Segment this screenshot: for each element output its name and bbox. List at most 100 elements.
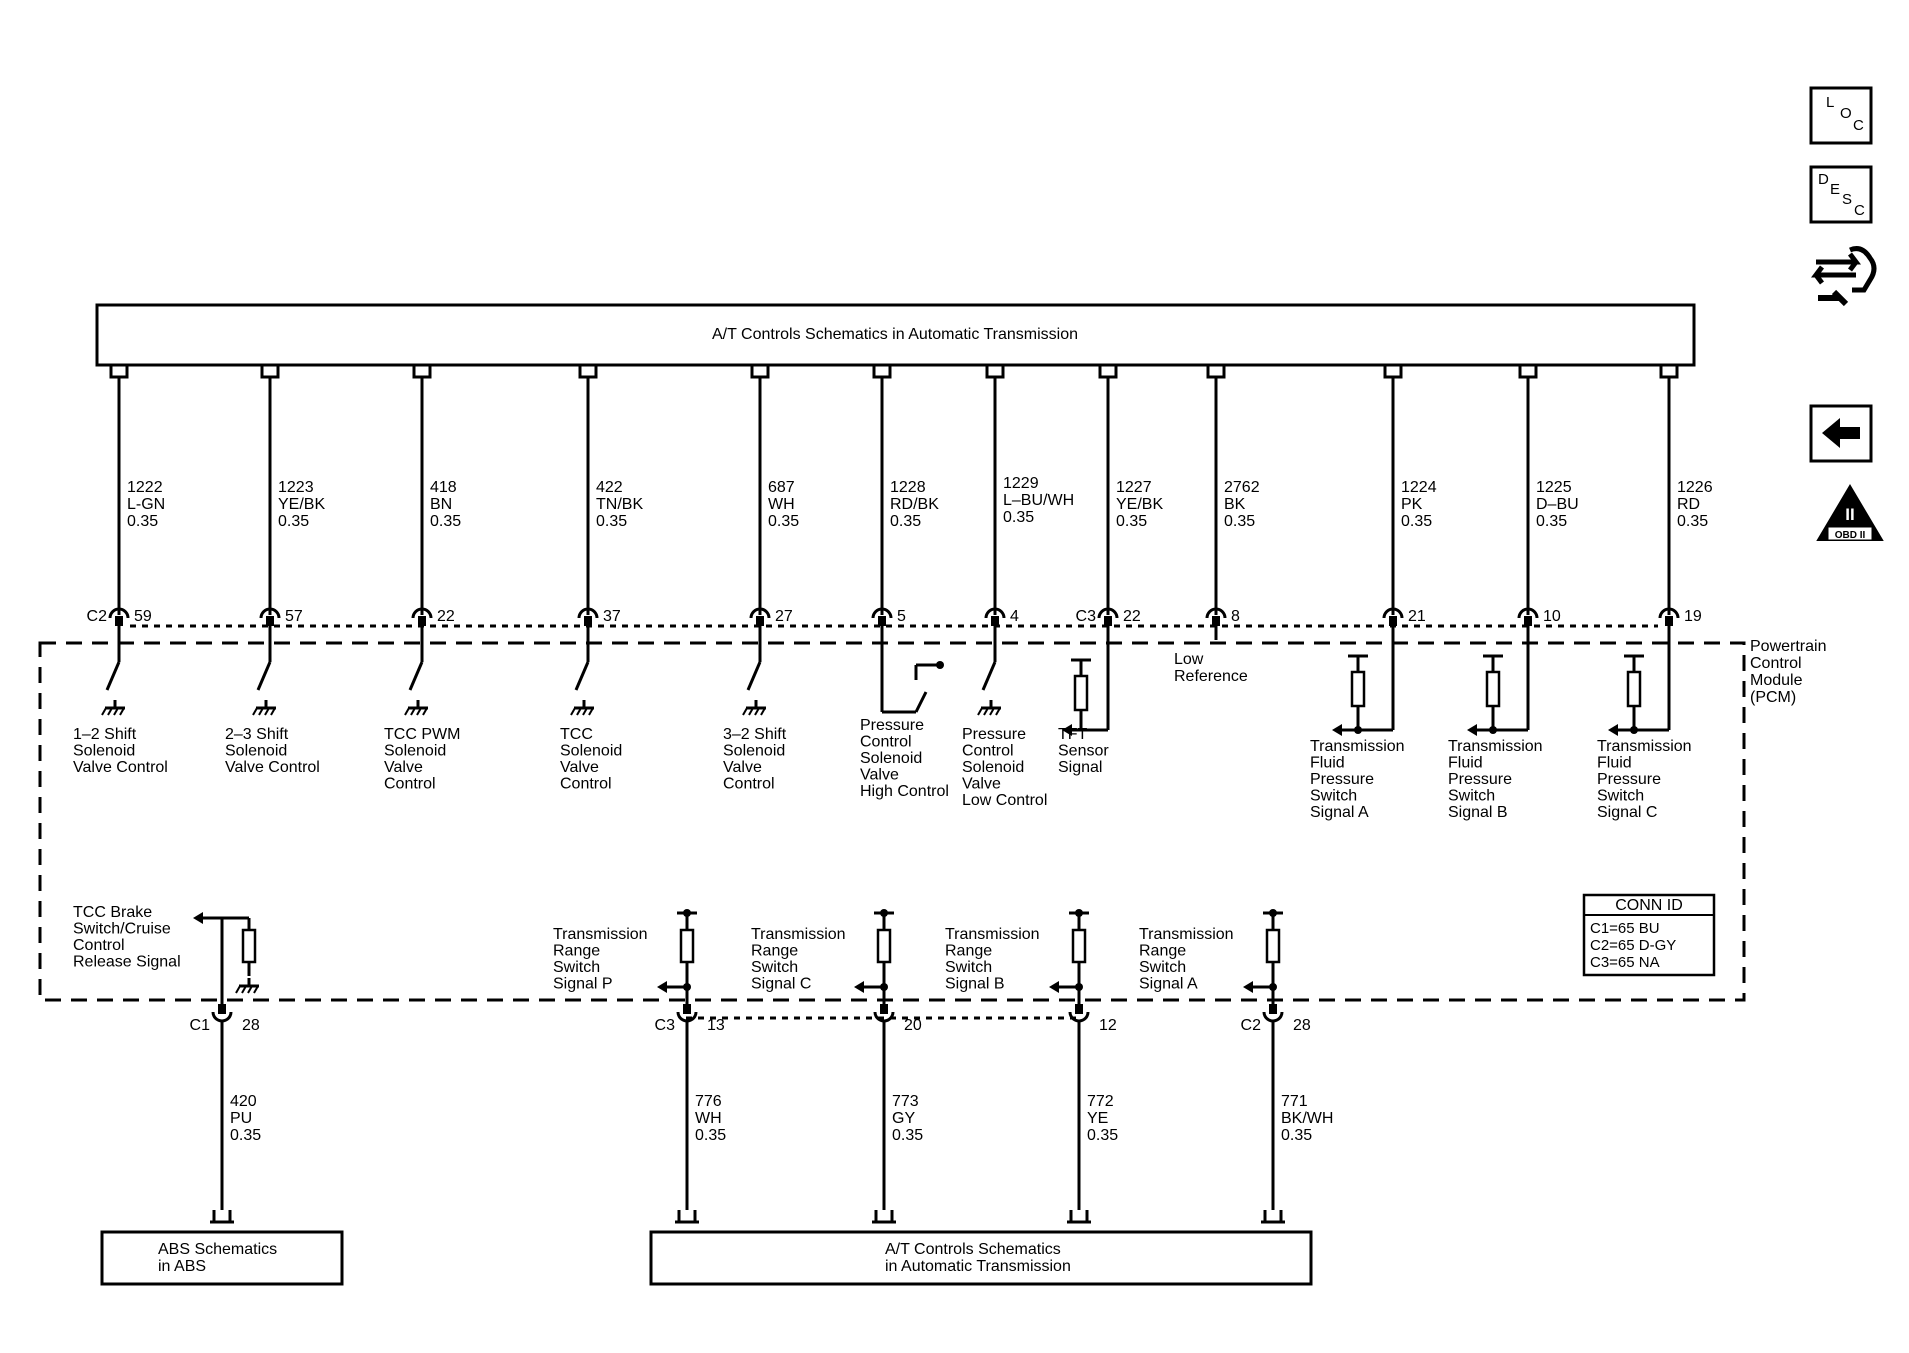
circuit-label-line: Signal [1058, 759, 1102, 776]
circuit-label-line: Fluid [1597, 755, 1632, 772]
pin-number: 27 [775, 608, 793, 625]
wire-color: YE [1087, 1110, 1108, 1127]
bottom-at-schematic-box[interactable]: A/T Controls Schematics in Automatic Tra… [649, 1230, 1313, 1286]
connector-pin [1269, 1004, 1277, 1014]
circuit-label-line: Solenoid [723, 743, 785, 760]
wire-gauge: 0.35 [890, 513, 921, 530]
circuit-1229[interactable]: 1229L–BU/WH0.354PressureControlSolenoidV… [962, 365, 1074, 809]
wire-gauge: 0.35 [1536, 513, 1567, 530]
switch-icon [981, 661, 997, 691]
description-button[interactable]: D E S C [1809, 165, 1873, 224]
ground-icon [107, 707, 113, 716]
circuit-label-line: Low Control [962, 792, 1047, 809]
pin-number: 22 [437, 608, 455, 625]
circuit-1226[interactable]: 1226RD0.3519TransmissionFluidPressureSwi… [1597, 365, 1713, 821]
wire-color: YE/BK [1116, 496, 1163, 513]
signal-arrow-icon [193, 912, 203, 924]
connector-pin [115, 616, 123, 626]
circuit-number: 773 [892, 1093, 919, 1110]
circuit-number: 771 [1281, 1093, 1308, 1110]
location-button[interactable]: L O C [1809, 86, 1873, 145]
circuit-1224[interactable]: 1224PK0.3521TransmissionFluidPressureSwi… [1310, 365, 1437, 821]
circuit-773[interactable]: 773GY0.3520TransmissionRangeSwitchSignal… [751, 909, 923, 1224]
circuit-number: 772 [1087, 1093, 1114, 1110]
wire-color: WH [768, 496, 795, 513]
back-arrow-button[interactable] [1809, 404, 1873, 463]
connector-contact [1097, 607, 1119, 619]
loc-letter-o: O [1840, 105, 1852, 122]
circuit-number: 1228 [890, 479, 926, 496]
connector-contact [1382, 607, 1404, 619]
pin-number: 12 [1099, 1017, 1117, 1034]
wire-gauge: 0.35 [1401, 513, 1432, 530]
circuit-label-line: Transmission [1310, 738, 1405, 755]
circuit-number: 1229 [1003, 475, 1039, 492]
circuit-771[interactable]: 771BK/WH0.3528C2TransmissionRangeSwitchS… [1139, 909, 1333, 1224]
connector-pin [683, 1004, 691, 1014]
conn-id-title: CONN ID [1615, 897, 1683, 914]
circuit-label-line: Solenoid [860, 750, 922, 767]
circuit-772[interactable]: 772YE0.3512TransmissionRangeSwitchSignal… [945, 909, 1118, 1224]
circuit-number: 776 [695, 1093, 722, 1110]
connector-repair-icon[interactable] [1811, 246, 1877, 307]
circuit-label-line: TCC Brake [73, 904, 152, 921]
circuit-label-line: Signal C [1597, 804, 1657, 821]
resistor-icon [679, 928, 695, 964]
pcm-label-line-4: (PCM) [1750, 689, 1796, 706]
abs-schematics-box[interactable]: ABS Schematics in ABS [100, 1230, 344, 1286]
wire-color: YE/BK [278, 496, 325, 513]
wire-gauge: 0.35 [127, 513, 158, 530]
circuit-1225[interactable]: 1225D–BU0.3510TransmissionFluidPressureS… [1448, 365, 1579, 821]
terminal-pin [1069, 1210, 1089, 1224]
circuit-label-line: Range [945, 943, 992, 960]
resistor-icon [1485, 670, 1501, 708]
circuit-number: 1222 [127, 479, 163, 496]
circuit-label-line: Valve Control [225, 759, 320, 776]
obd-label: OBD II [1835, 530, 1866, 541]
wire-gauge: 0.35 [695, 1127, 726, 1144]
connector-contact [871, 607, 893, 619]
bottom-at-box-line-1: A/T Controls Schematics [885, 1241, 1061, 1258]
ground-icon [989, 707, 995, 716]
top-schematic-box[interactable]: A/T Controls Schematics in Automatic Tra… [95, 303, 1696, 367]
terminal-pin [874, 1210, 894, 1224]
signal-arrow-icon [854, 981, 864, 993]
ground-icon [576, 707, 582, 716]
resistor-icon [876, 928, 892, 964]
obd-ii-button[interactable]: II OBD II [1816, 484, 1884, 541]
circuit-1228[interactable]: 1228RD/BK0.355PressureControlSolenoidVal… [860, 365, 949, 800]
left-arrow-icon [1822, 418, 1860, 448]
low-reference-label: Low Reference [1174, 651, 1248, 685]
pcm-boundary [38, 641, 1746, 1002]
circuit-label-line: Signal P [553, 976, 613, 993]
desc-letter-c: C [1854, 202, 1865, 219]
circuit-label-line: Control [962, 743, 1014, 760]
terminal-pin [578, 365, 598, 379]
connector-contact [259, 607, 281, 619]
circuit-label-line: Switch [945, 959, 992, 976]
circuit-label-line: Signal C [751, 976, 811, 993]
circuit-number: 418 [430, 479, 457, 496]
circuit-label-line: Signal A [1310, 804, 1369, 821]
circuit-label-line: Solenoid [384, 743, 446, 760]
connector-id: C1 [190, 1017, 211, 1034]
signal-arrow-icon [1062, 724, 1072, 736]
connector-contact [1262, 1011, 1284, 1023]
signal-arrow-icon [1243, 981, 1253, 993]
circuit-label-line: Transmission [945, 926, 1040, 943]
switch-icon [746, 661, 762, 691]
circuit-label-line: Control [723, 776, 775, 793]
circuit-number: 2762 [1224, 479, 1260, 496]
circuit-776[interactable]: 776WH0.3513C3TransmissionRangeSwitchSign… [553, 909, 726, 1224]
terminal-pin [677, 1210, 697, 1224]
